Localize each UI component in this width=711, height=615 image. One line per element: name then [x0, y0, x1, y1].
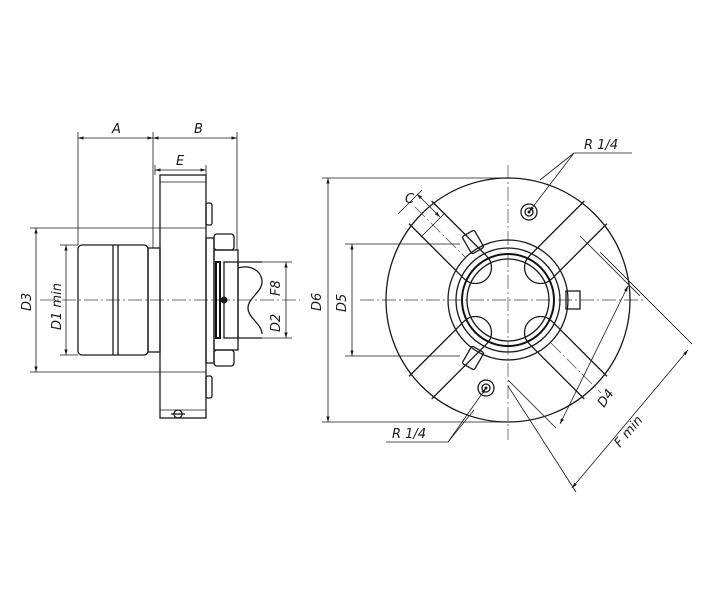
dim-D5-label: D5	[335, 294, 350, 312]
ext-line	[507, 385, 577, 493]
bore	[466, 258, 550, 342]
ext-line	[507, 379, 557, 429]
clamp-top	[213, 233, 235, 251]
dim-Fmin-label: F min	[612, 413, 647, 450]
clamp-bottom	[213, 349, 235, 367]
dim-D2-label: D2	[269, 314, 284, 332]
flange-bolt	[205, 202, 213, 226]
dim-D3-label: D3	[20, 293, 35, 311]
flange-bolt	[205, 375, 213, 399]
dim-C-line	[416, 193, 441, 218]
slot-lower-right	[523, 200, 608, 285]
slot-upper-right	[523, 315, 608, 400]
ext-line	[599, 251, 693, 345]
ext-line	[420, 212, 446, 238]
dim-B-label: B	[194, 122, 203, 137]
leader-line	[528, 152, 575, 213]
dim-D1-label: D1 min	[50, 283, 65, 330]
leader-line	[447, 409, 475, 443]
front-dimensions: D6 D5 C D4 F min R 1/4 R 1/4	[310, 138, 693, 493]
clamp	[462, 229, 484, 255]
ext-line	[579, 235, 641, 297]
seal-ring-inner	[215, 261, 221, 339]
leader-R-top-label: R 1/4	[584, 138, 618, 153]
clamp	[462, 345, 484, 371]
set-screw-icon	[220, 296, 228, 304]
flange-body	[159, 174, 207, 419]
side-view	[40, 174, 300, 419]
sleeve-ring	[461, 253, 555, 347]
seal-face	[205, 237, 215, 364]
dim-C-label: C	[405, 192, 415, 207]
leader-line	[539, 152, 575, 181]
leader-R-bottom-label: R 1/4	[392, 427, 426, 442]
shaft-break-line	[237, 266, 263, 335]
dim-Fmin-line	[571, 349, 689, 489]
slot-upper-left	[408, 315, 493, 400]
leader-line	[447, 387, 487, 443]
dim-F8-label: F8	[269, 280, 284, 296]
dim-E-label: E	[176, 154, 185, 169]
side-dimensions: A B E D3 D1 min D2 F8	[20, 122, 292, 373]
dim-D6-label: D6	[310, 293, 325, 311]
dim-A-label: A	[111, 122, 121, 137]
